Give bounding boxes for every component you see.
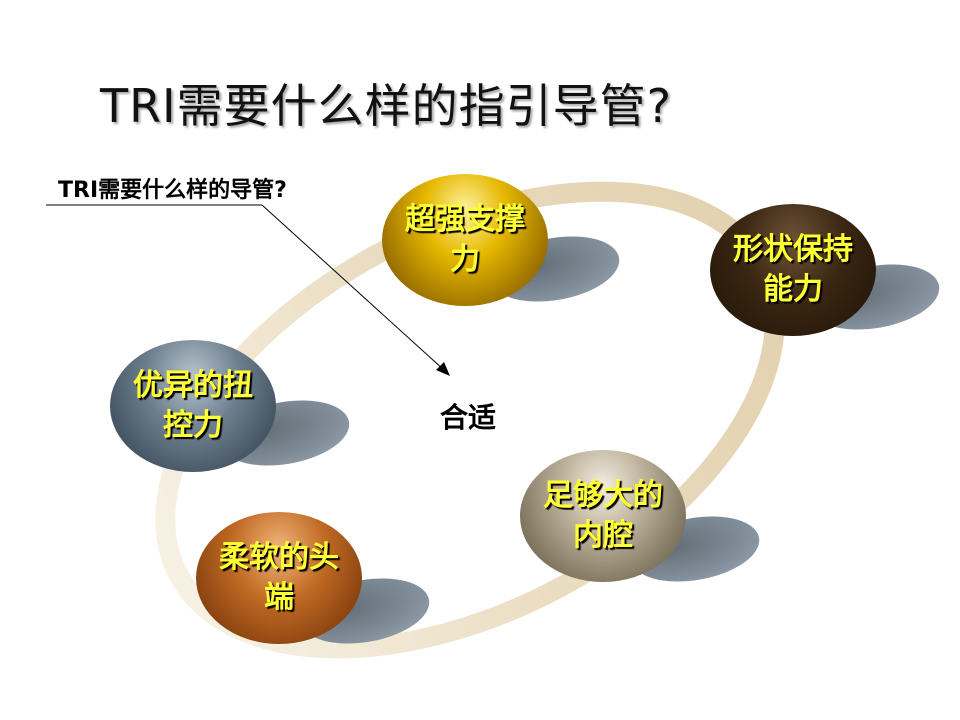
callout-text: TRI需要什么样的导管? <box>58 178 287 203</box>
node-label: 柔软的头端 <box>219 540 339 615</box>
node-label: 形状保持能力 <box>733 232 853 307</box>
slide-title: TRI需要什么样的指引导管? <box>100 79 673 133</box>
node-shape-retention: 形状保持能力 <box>710 204 876 336</box>
callout-arrowhead <box>436 362 450 376</box>
center-label: 合适 <box>440 401 497 434</box>
node-label: 足够大的内腔 <box>543 478 663 553</box>
node-soft-tip: 柔软的头端 <box>196 512 362 644</box>
node-torque-control: 优异的扭控力 <box>110 340 276 472</box>
callout-leader-line <box>261 204 445 371</box>
node-strong-support: 超强支撑力 <box>382 174 548 306</box>
node-large-lumen: 足够大的内腔 <box>520 450 686 582</box>
node-label: 优异的扭控力 <box>133 368 253 443</box>
node-label: 超强支撑力 <box>405 202 525 277</box>
